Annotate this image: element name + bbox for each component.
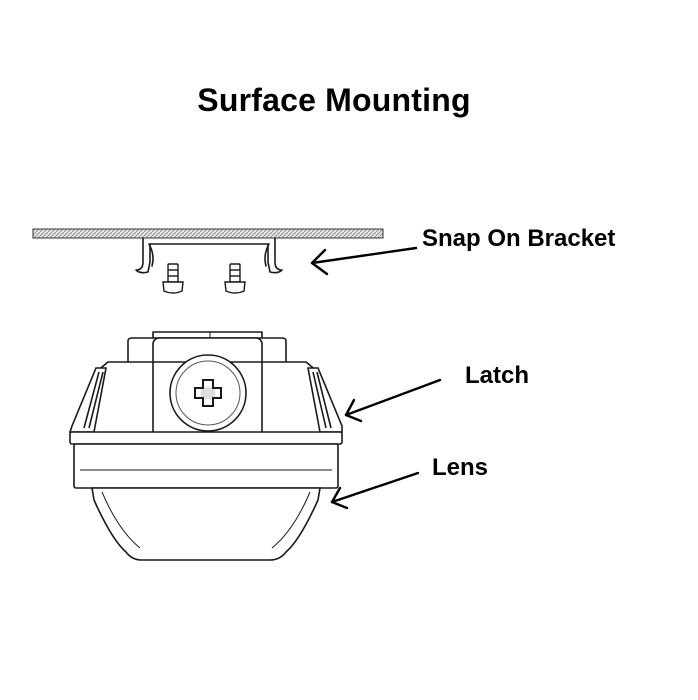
mounting-screw-left [162,263,184,294]
ceiling-surface [32,228,384,239]
arrow-bracket [310,246,418,276]
latch-left [68,367,107,433]
diagram-title: Surface Mounting [197,82,471,118]
center-screw [169,354,247,432]
arrow-latch [344,378,442,423]
lens-body [91,487,321,561]
latch-right [307,367,343,433]
label-latch: Latch [465,362,530,389]
label-snap-on-bracket: Snap On Bracket [422,225,616,252]
arrow-lens [330,471,420,510]
label-lens: Lens [432,454,489,481]
mounting-screw-right [224,263,246,294]
snap-on-bracket [135,237,283,274]
lens-rim [69,431,343,489]
